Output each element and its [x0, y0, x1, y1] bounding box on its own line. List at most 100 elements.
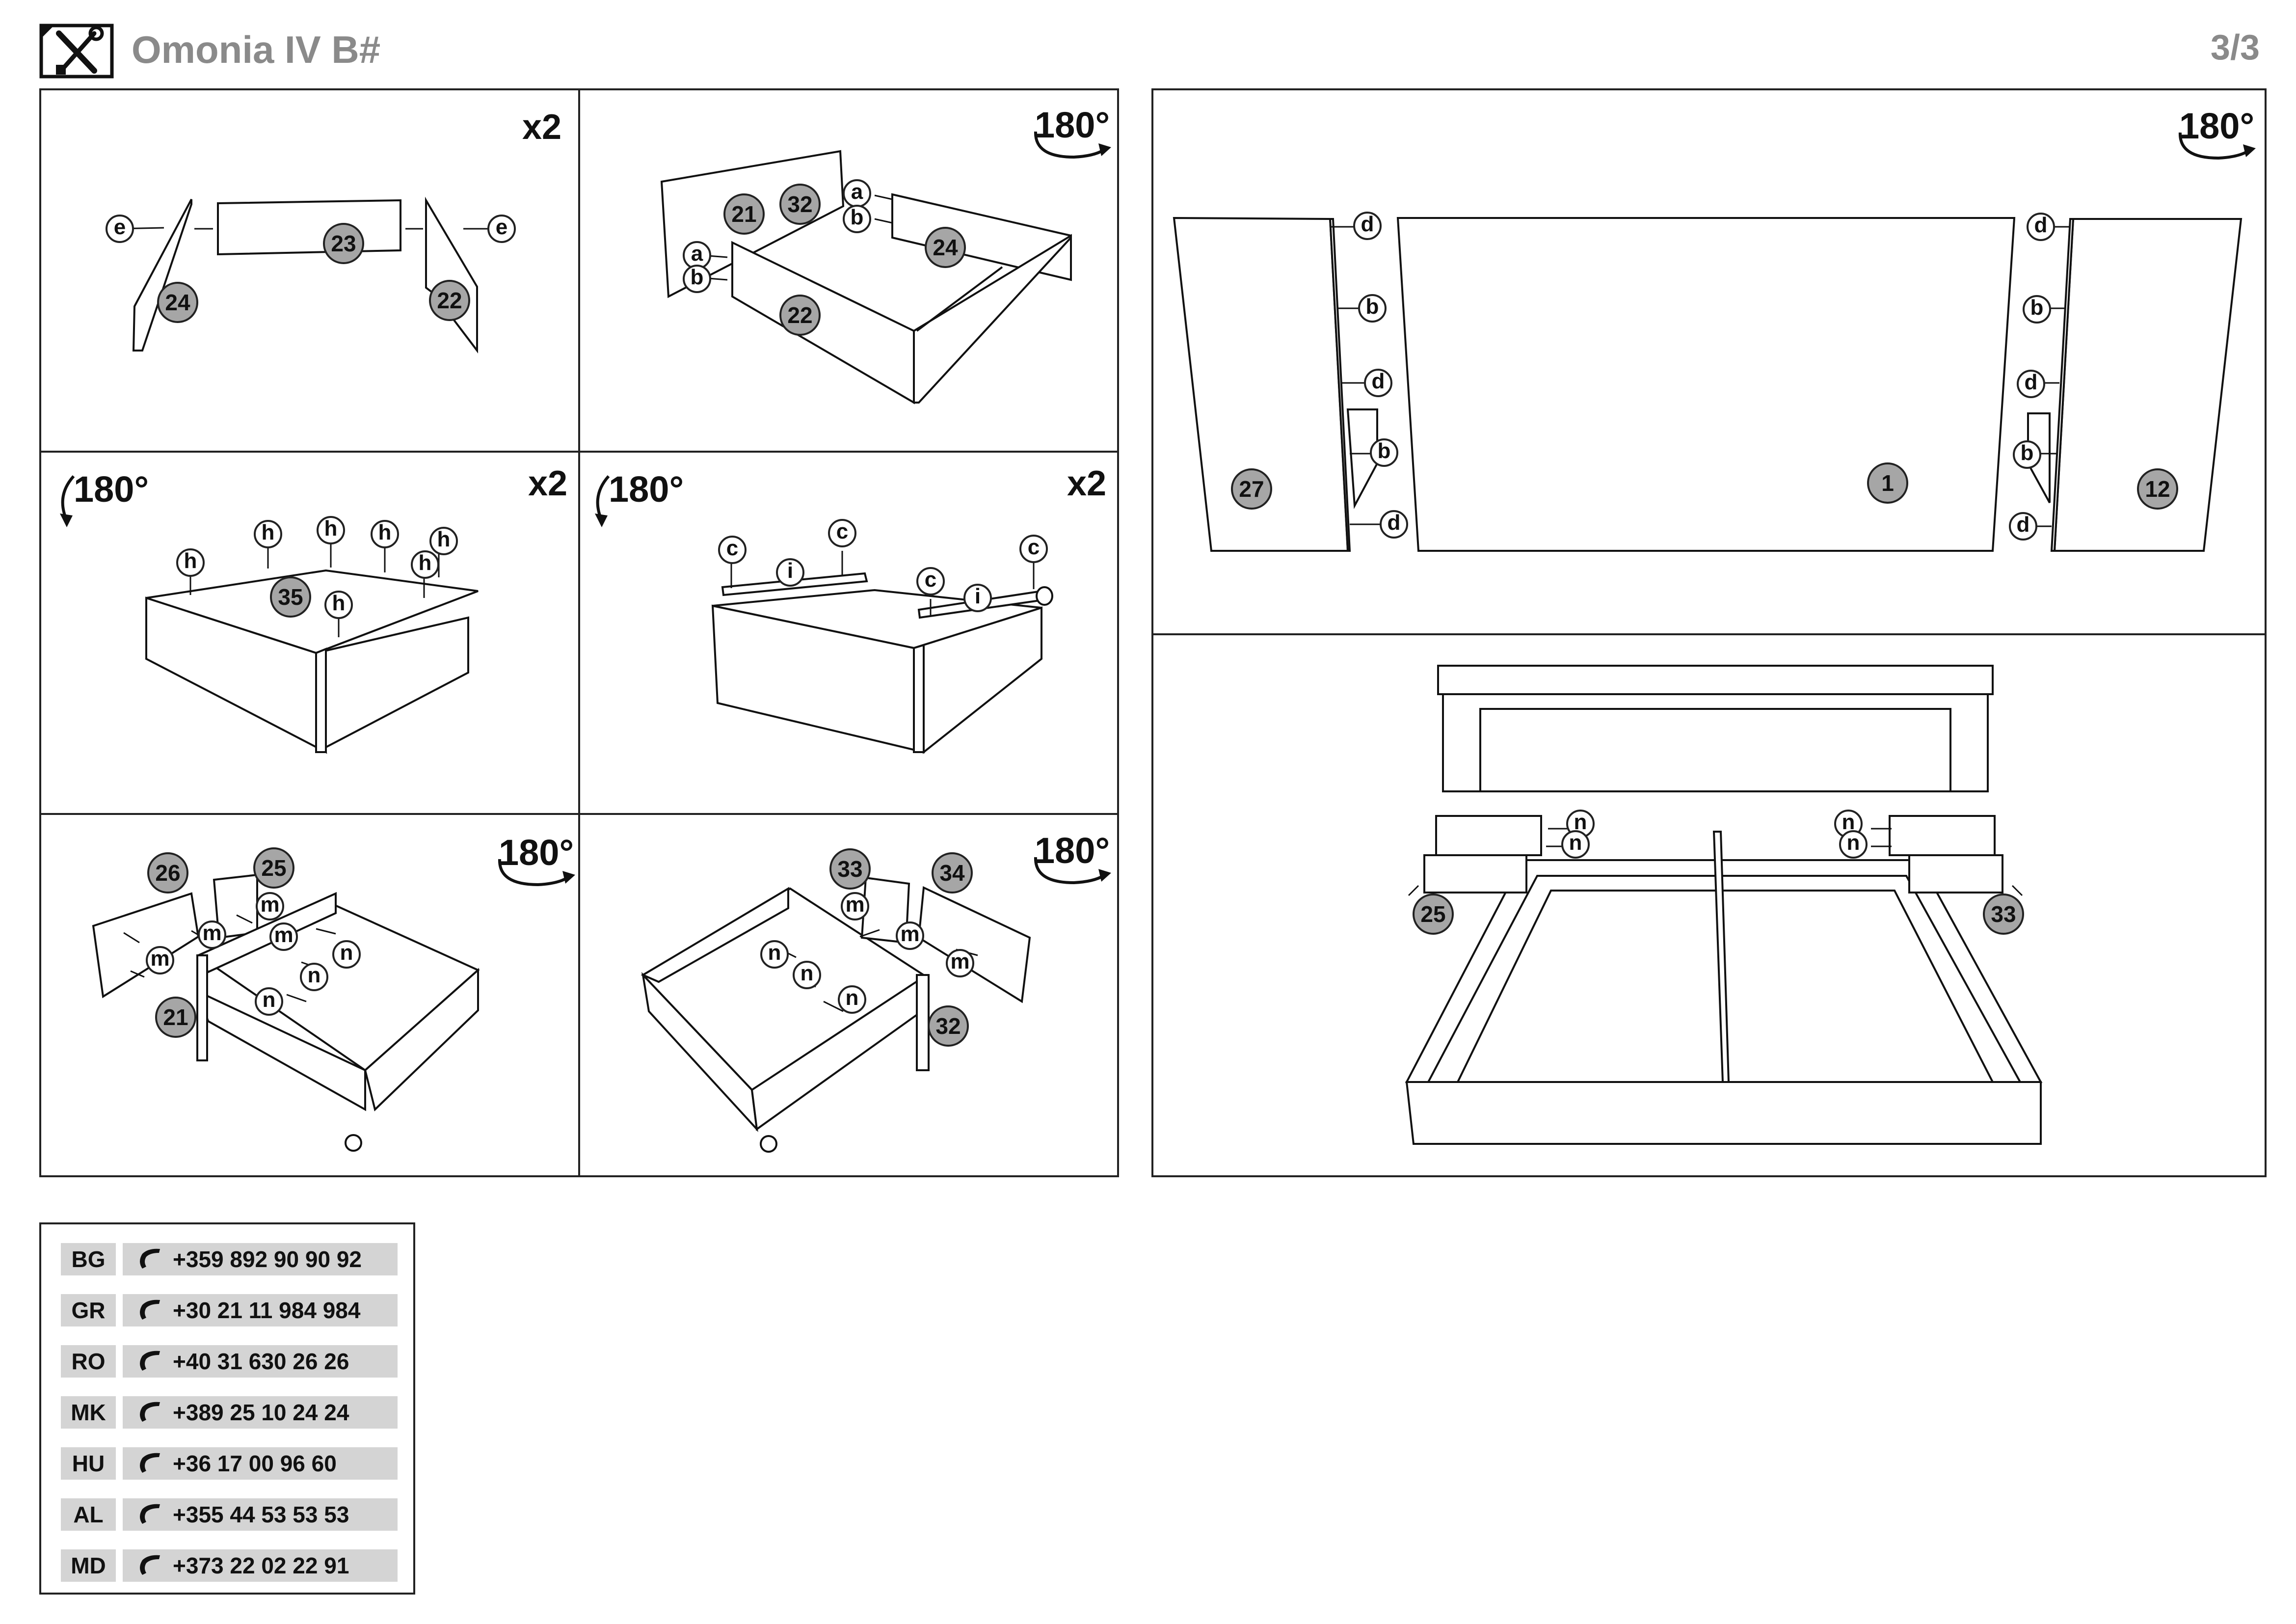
country-code: GR — [61, 1294, 116, 1326]
multiplier: x2 — [528, 464, 568, 503]
hardware-label: n — [1839, 830, 1868, 859]
contact-row: BG +359 892 90 90 92 — [61, 1243, 398, 1275]
part-number: 32 — [928, 1005, 969, 1047]
phone-cell: +373 22 02 22 91 — [123, 1549, 398, 1582]
hardware-label: m — [146, 946, 174, 974]
part-number: 25 — [1413, 893, 1454, 935]
part-number: 25 — [253, 847, 294, 889]
hardware-label: h — [429, 527, 458, 555]
hardware-label: n — [332, 940, 361, 969]
hardware-label: h — [317, 516, 345, 544]
step-1-drawing — [117, 196, 498, 353]
step-3-panel: 180° x2 h h h h h h h 35 — [39, 451, 580, 815]
hardware-label: d — [1380, 510, 1408, 539]
hardware-label: d — [1353, 212, 1382, 240]
rotate-arrow-icon — [595, 475, 610, 527]
rotation-indicator: 180° — [1025, 102, 1123, 166]
phone-cell: +389 25 10 24 24 — [123, 1396, 398, 1429]
hardware-label: h — [324, 591, 353, 619]
step-8-panel: n n n n 25 33 — [1151, 633, 2267, 1177]
contact-row: RO +40 31 630 26 26 — [61, 1345, 398, 1378]
hardware-label: m — [269, 922, 298, 951]
rotation-indicator: 180° — [591, 466, 689, 530]
country-code: HU — [61, 1447, 116, 1480]
phone-cell: +355 44 53 53 53 — [123, 1498, 398, 1531]
hardware-label: b — [1370, 438, 1398, 467]
hardware-label: m — [896, 921, 924, 950]
phone-number[interactable]: +389 25 10 24 24 — [173, 1400, 349, 1425]
rotate-arrow-icon — [1034, 131, 1111, 159]
country-code: RO — [61, 1345, 116, 1378]
hardware-label: e — [106, 215, 134, 243]
phone-number[interactable]: +355 44 53 53 53 — [173, 1502, 349, 1527]
part-number: 33 — [829, 848, 871, 890]
page-header: Omonia IV B# 3/3 — [0, 0, 2296, 88]
hardware-label: d — [2027, 213, 2055, 241]
step-3-drawing — [145, 543, 479, 754]
part-number: 21 — [155, 997, 196, 1038]
hardware-label: b — [2013, 440, 2041, 469]
country-code: MD — [61, 1549, 116, 1582]
tools-icon — [39, 24, 114, 79]
step-4-drawing — [711, 551, 1053, 754]
part-number: 33 — [1983, 893, 2024, 935]
phone-number[interactable]: +30 21 11 984 984 — [173, 1298, 361, 1323]
phone-icon — [140, 1555, 160, 1575]
step-8-drawing — [1405, 665, 2043, 1145]
part-number: 24 — [157, 282, 198, 323]
phone-number[interactable]: +40 31 630 26 26 — [173, 1349, 349, 1374]
rotation-indicator: 180° — [489, 830, 587, 893]
step-6-drawing — [641, 876, 1031, 1153]
phone-icon — [140, 1351, 160, 1371]
hardware-label: h — [176, 548, 205, 577]
hardware-label: n — [838, 985, 866, 1014]
country-code: MK — [61, 1396, 116, 1429]
hardware-label: a — [843, 179, 871, 208]
hardware-label: b — [843, 205, 871, 233]
phone-cell: +36 17 00 96 60 — [123, 1447, 398, 1480]
phone-icon — [140, 1248, 160, 1269]
part-number: 1 — [1867, 462, 1908, 504]
contact-row: MD +373 22 02 22 91 — [61, 1549, 398, 1582]
part-number: 26 — [147, 852, 188, 893]
step-2-panel: 180° a b a b 21 32 24 22 — [578, 88, 1119, 453]
rotation-indicator: 180° — [2169, 103, 2268, 167]
hardware-label: b — [2023, 295, 2051, 324]
phone-icon — [140, 1504, 160, 1524]
document-title: Omonia IV B# — [132, 28, 381, 71]
multiplier: x2 — [1067, 464, 1107, 503]
hardware-label: c — [1019, 535, 1048, 563]
page-number: 3/3 — [2210, 28, 2260, 67]
step-5-panel: 180° m m m m n n n 26 25 — [39, 813, 580, 1177]
phone-icon — [140, 1453, 160, 1473]
part-number: 27 — [1231, 468, 1272, 510]
contact-row: GR +30 21 11 984 984 — [61, 1294, 398, 1326]
hardware-label: i — [963, 584, 992, 612]
phone-number[interactable]: +359 892 90 90 92 — [173, 1246, 362, 1272]
hardware-label: d — [2009, 512, 2037, 541]
hardware-label: d — [1364, 369, 1392, 397]
part-number: 32 — [779, 184, 821, 225]
hardware-label: h — [371, 520, 399, 548]
phone-number[interactable]: +36 17 00 96 60 — [173, 1451, 337, 1476]
rotate-arrow-icon — [498, 859, 575, 887]
step-4-panel: 180° x2 c c c c i i — [578, 451, 1119, 815]
part-number: 34 — [932, 852, 973, 893]
phone-icon — [140, 1402, 160, 1422]
step-7-drawing — [1173, 217, 2243, 552]
phone-number[interactable]: +373 22 02 22 91 — [173, 1553, 349, 1578]
part-number: 24 — [925, 227, 966, 268]
support-contacts: BG +359 892 90 90 92 GR +30 21 11 984 98… — [39, 1222, 415, 1595]
step-2-drawing — [660, 150, 1072, 405]
part-number: 12 — [2137, 468, 2178, 510]
hardware-label: n — [300, 963, 328, 991]
part-number: 22 — [429, 280, 470, 321]
hardware-label: c — [828, 519, 856, 547]
step-1-panel: x2 e e 23 24 22 — [39, 88, 580, 453]
hardware-label: i — [776, 558, 804, 587]
hardware-label: n — [793, 961, 821, 989]
multiplier: x2 — [522, 108, 562, 147]
hardware-label: m — [198, 920, 226, 949]
hardware-label: c — [718, 536, 747, 564]
hardware-label: n — [255, 987, 283, 1016]
